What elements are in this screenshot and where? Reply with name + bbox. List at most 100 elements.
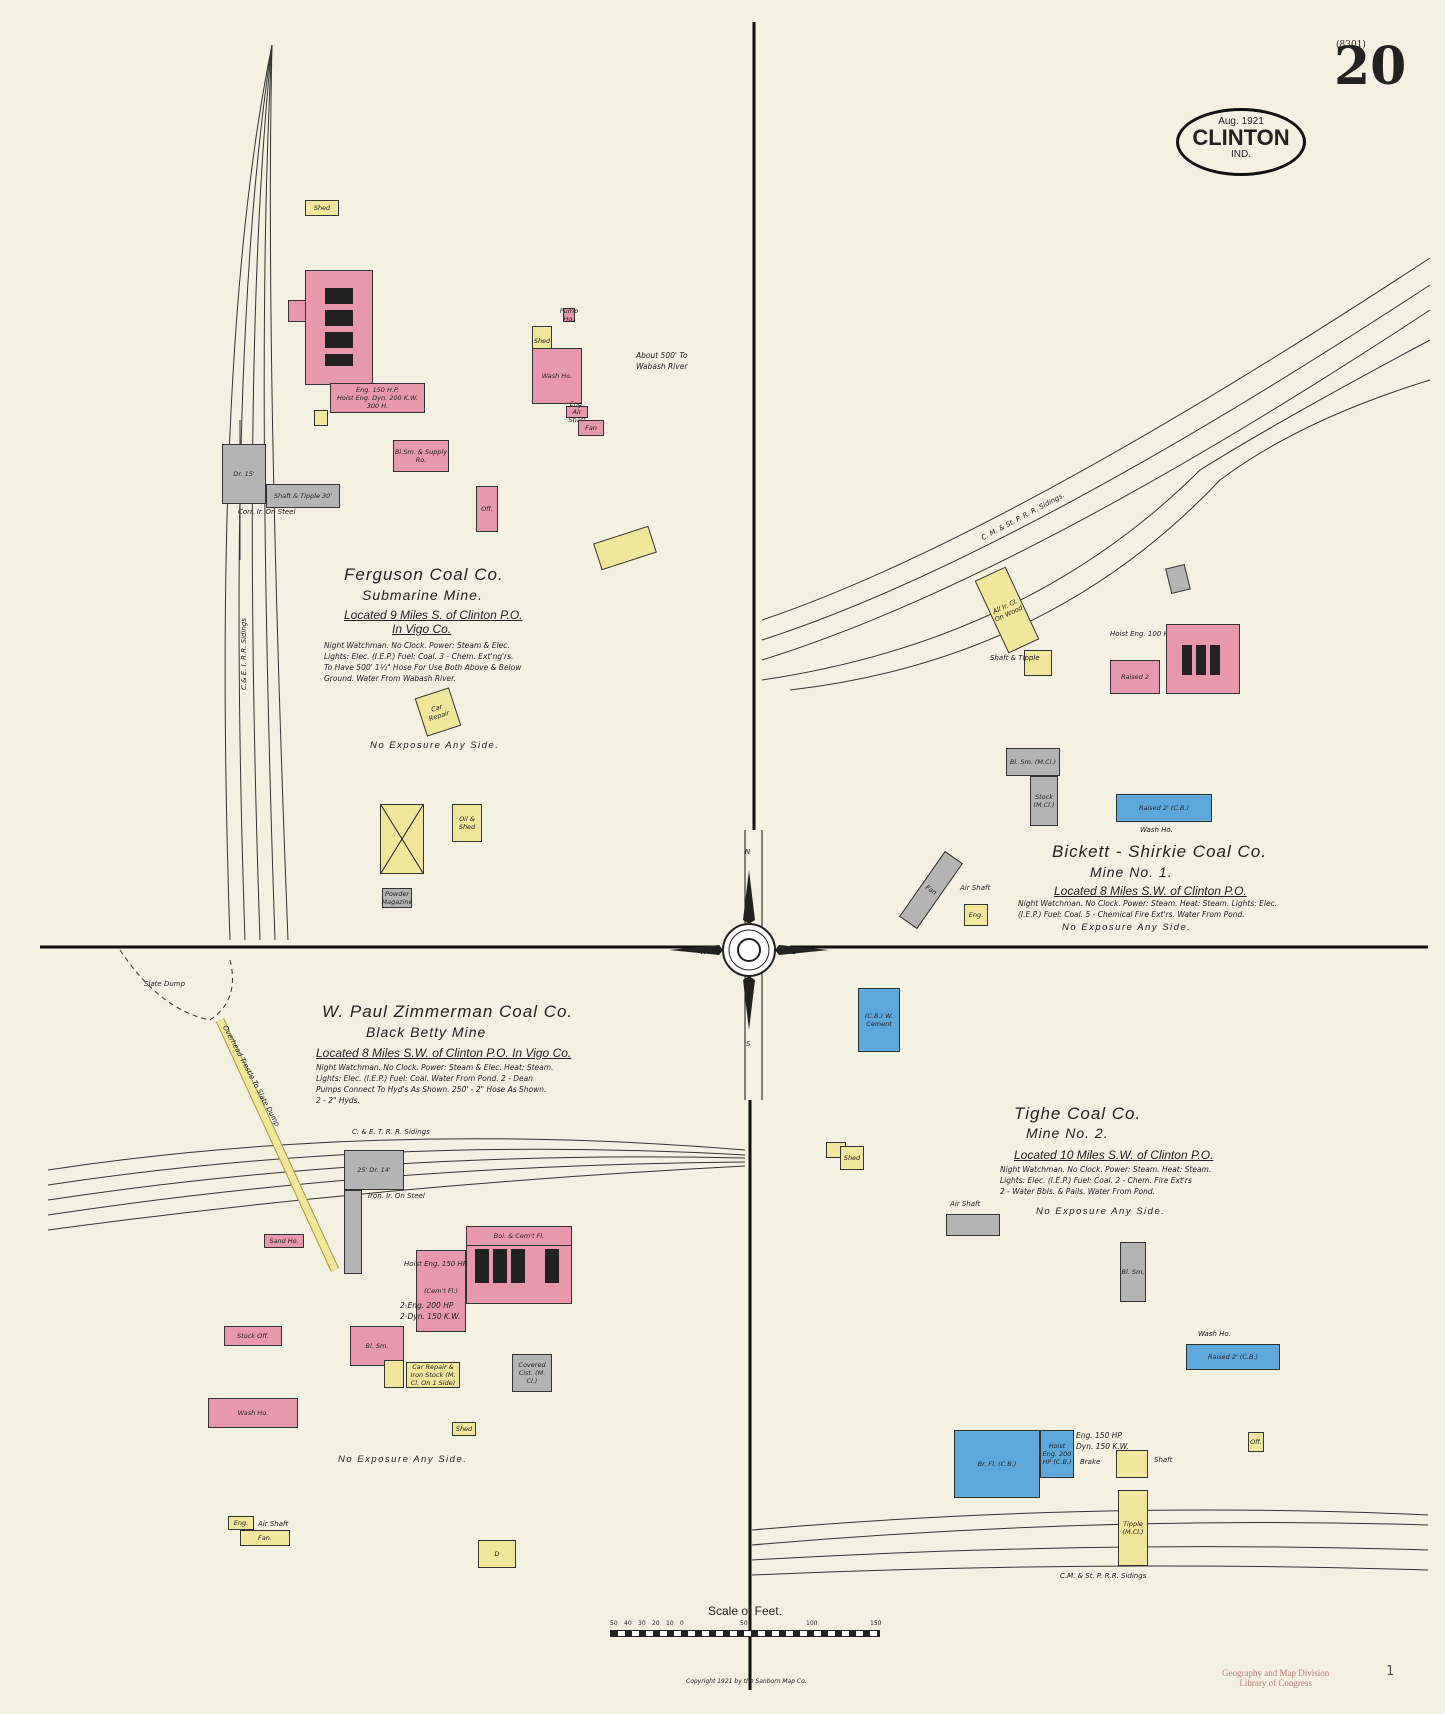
scale-bar: Scale of Feet. 50 40 30 20 10 0 50 100 1… — [610, 1604, 881, 1637]
ferguson-notes: Night Watchman. No Clock. Power: Steam &… — [324, 641, 522, 683]
zimmerman-engine-house: (Cem't Fl.) — [416, 1250, 466, 1332]
city-cartouche: Aug. 1921 CLINTON IND. — [1176, 108, 1306, 176]
bickett-title: Bickett - Shirkie Coal Co. — [1052, 842, 1267, 861]
tighe-wash-label: Wash Ho. — [1198, 1330, 1231, 1338]
compass-north: N — [745, 848, 751, 856]
zimmerman-stock-office: Stock Off. — [224, 1326, 282, 1346]
tighe-tipple: Tipple (M.Cl.) — [1118, 1490, 1148, 1566]
tighe-siding: C.M. & St. P. R.R. Sidings — [1060, 1572, 1147, 1580]
zimmerman-d-building: D — [478, 1540, 516, 1568]
ferguson-fan: Fan — [578, 420, 604, 436]
zimmerman-shaft-tower — [344, 1190, 362, 1274]
zimmerman-tipple: 25' Dr. 14' — [344, 1150, 404, 1190]
zimmerman-sand-house: Sand Ho. — [264, 1234, 304, 1248]
ferguson-siding: C.& E. I. R.R. Sidings — [240, 618, 248, 690]
zimmerman-siding: C. & E. T. R. R. Sidings — [352, 1128, 430, 1136]
tighe-notes: Night Watchman. No Clock. Power: Steam. … — [1000, 1165, 1212, 1196]
zimmerman-covered-cistern: Covered Cist. (M. Cl.) — [512, 1354, 552, 1392]
scale-tick-100: 100 — [806, 1620, 818, 1627]
ferguson-powder-magazine: Powder Magazine — [381, 888, 413, 908]
zimmerman-exposure: No Exposure Any Side. — [338, 1454, 468, 1465]
bickett-hoist-label: Hoist Eng. 100 H. — [1110, 630, 1171, 638]
ferguson-location: Located 9 Miles S. of Clinton P.O. — [344, 608, 523, 622]
ferguson-eng-air-shaft: Eng. Air Shaft — [566, 400, 588, 424]
tighe-stone-building: (C.B.) W. Cement — [858, 988, 900, 1052]
compass-south: S — [746, 1040, 751, 1048]
bickett-engine-room: Eng. — [964, 904, 988, 926]
zimmerman-conveyor-iron: Iron. Ir. On Steel — [368, 1192, 425, 1200]
ferguson-boiler-house — [305, 270, 373, 385]
tighe-hoist-engine: Hoist Eng. 200 HP (C.B.) — [1040, 1430, 1074, 1478]
bickett-location: Located 8 Miles S.W. of Clinton P.O. — [1054, 884, 1247, 898]
bickett-hoist-engine: Raised 2 — [1110, 660, 1160, 694]
tighe-shed: Shed — [840, 1146, 864, 1170]
ferguson-small-shed — [314, 410, 328, 426]
scale-tick-40: 40 — [624, 1620, 632, 1627]
tighe-shaft — [1116, 1450, 1148, 1478]
bickett-blacksmith: Bl. Sm. (M.Cl.) — [1006, 748, 1060, 776]
ferguson-river-note: About 500' To Wabash River — [636, 351, 688, 371]
zimmerman-frame-eng — [384, 1360, 404, 1388]
zimmerman-hoist-label: Hoist Eng. 150 HP. — [404, 1260, 469, 1268]
tighe-fan — [946, 1214, 1000, 1236]
ferguson-office: Off. — [476, 486, 498, 532]
ferguson-wash-house: Wash Ho. — [532, 348, 582, 404]
bickett-wash-label: Wash Ho. — [1140, 826, 1173, 834]
bickett-wash-house: Raised 2' (C.B.) — [1116, 794, 1212, 822]
bickett-mine: Mine No. 1. — [1090, 864, 1173, 880]
ferguson-county: In Vigo Co. — [392, 622, 452, 636]
ferguson-oil-shed: Oil & Shed — [452, 804, 482, 842]
tighe-boiler-house: Br. Fl. (C.B.) — [954, 1430, 1040, 1498]
ferguson-exposure: No Exposure Any Side. — [370, 740, 500, 751]
scale-tick-20: 20 — [652, 1620, 660, 1627]
ferguson-mine: Submarine Mine. — [362, 587, 483, 603]
tighe-shaft-label: Shaft — [1154, 1456, 1173, 1464]
city-name: CLINTON — [1192, 125, 1290, 150]
scale-title: Scale of Feet. — [707, 1604, 783, 1618]
zimmerman-boiler-label: Boi. & Cem't Fl. — [466, 1226, 572, 1246]
tighe-mine: Mine No. 2. — [1026, 1125, 1109, 1141]
scale-graduations — [610, 1630, 880, 1637]
zimmerman-notes: Night Watchman. No Clock. Power: Steam &… — [316, 1063, 554, 1105]
scale-tick-50: 50 — [740, 1620, 748, 1627]
bickett-shaft-tipple-label: Shaft & Tipple — [990, 654, 1040, 662]
scale-tick-50-left: 50 — [610, 1620, 618, 1627]
copyright: Copyright 1921 by the Sanborn Map Co. — [686, 1678, 807, 1685]
zimmerman-air-shaft-label: Air Shaft — [258, 1520, 289, 1528]
tighe-office: Off. — [1248, 1432, 1264, 1452]
map-date: Aug. 1921 — [1218, 116, 1264, 127]
scale-tick-30: 30 — [638, 1620, 646, 1627]
ferguson-shaft-tipple: Shaft & Tipple 30' — [266, 484, 340, 508]
zimmerman-car-repair: Car Repair & Iron Stock (M. Cl. On 1 Sid… — [406, 1362, 460, 1388]
ferguson-annex — [288, 300, 306, 322]
zimmerman-dynamo-label: 2-Eng. 200 HP 2-Dyn. 150 K.W. — [400, 1301, 461, 1321]
ferguson-engine-house: Eng. 150 H.P. Hoist Eng. Dyn. 200 K.W. 3… — [330, 383, 425, 413]
zimmerman-shed: Shed — [452, 1422, 476, 1436]
compass-west: W — [700, 948, 707, 956]
ferguson-pump-house: Pump Ho. — [559, 307, 579, 323]
zimmerman-mine: Black Betty Mine — [366, 1024, 487, 1040]
bickett-air-shaft-label: Air Shaft — [960, 884, 991, 892]
bickett-boiler-house — [1166, 624, 1240, 694]
ferguson-shed: Shed — [305, 200, 339, 216]
tighe-brake-label: Brake — [1080, 1458, 1101, 1466]
tighe-engine-label: Eng. 150 HP Dyn. 150 K.W. — [1076, 1431, 1129, 1451]
page-number: 20 — [1334, 36, 1407, 97]
zimmerman-engine-shed: Eng. — [228, 1516, 254, 1530]
tighe-title: Tighe Coal Co. — [1014, 1104, 1142, 1123]
ferguson-title: Ferguson Coal Co. — [344, 565, 504, 584]
scale-tick-10: 10 — [666, 1620, 674, 1627]
zimmerman-location: Located 8 Miles S.W. of Clinton P.O. In … — [316, 1046, 572, 1060]
tighe-air-shaft-label: Air Shaft — [950, 1200, 981, 1208]
zimmerman-slate-dump: Slate Dump — [144, 980, 186, 988]
tighe-location: Located 10 Miles S.W. of Clinton P.O. — [1014, 1148, 1214, 1162]
corner-number: 1 — [1386, 1664, 1395, 1679]
tighe-blacksmith: Bl. Sm. — [1120, 1242, 1146, 1302]
ferguson-conveyor-label: Corr. Ir. On Steel — [238, 508, 296, 516]
tighe-exposure: No Exposure Any Side. — [1036, 1206, 1166, 1217]
bickett-notes: Night Watchman. No Clock. Power: Steam. … — [1018, 899, 1278, 919]
zimmerman-wash-house: Wash Ho. — [208, 1398, 298, 1428]
state-name: IND. — [1231, 149, 1251, 160]
ferguson-tipple: Dr. 15' — [222, 444, 266, 504]
